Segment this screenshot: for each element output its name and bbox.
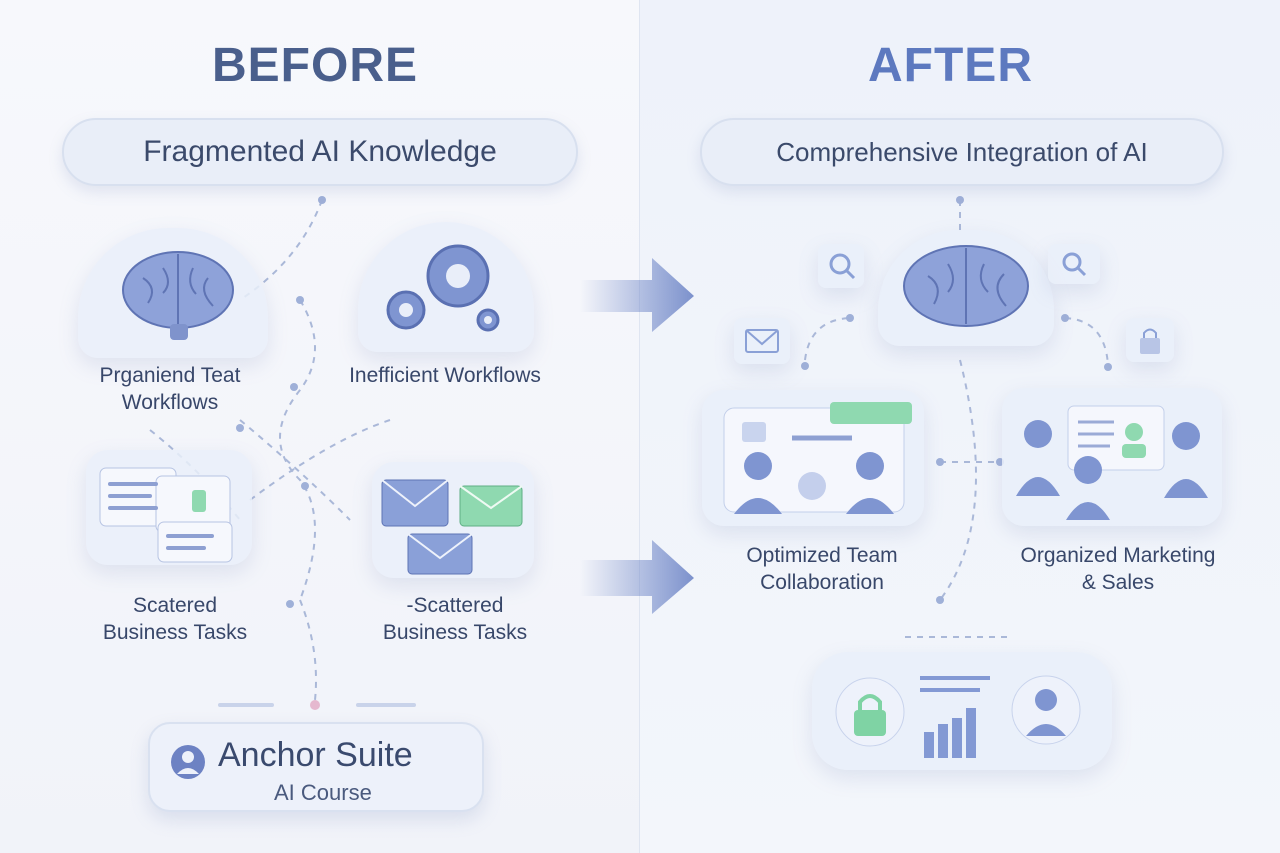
gear-icon xyxy=(386,244,500,332)
anchor-logo-icon xyxy=(171,745,205,779)
team-collaboration-card xyxy=(702,390,924,526)
results-card xyxy=(812,652,1112,770)
after-subtitle-pill: Comprehensive Integration of AI xyxy=(700,118,1224,186)
before-subtitle-pill: Fragmented AI Knowledge xyxy=(62,118,578,186)
brand-badge: Anchor Suite AI Course xyxy=(148,722,484,812)
documents-card xyxy=(86,450,252,565)
brain-icon xyxy=(122,251,234,340)
panel-divider xyxy=(639,0,640,853)
after-subtitle: Comprehensive Integration of AI xyxy=(776,136,1148,167)
before-item-3-label: Scatered Business Tasks xyxy=(102,594,248,644)
mail-icon xyxy=(745,329,779,353)
after-item-2-label: Organized Marketing & Sales xyxy=(1020,544,1216,594)
small-icon-card-3 xyxy=(734,318,790,364)
brain-icon xyxy=(903,245,1029,327)
small-icon-card-2 xyxy=(1048,244,1100,284)
after-item-1-label: Optimized Team Collaboration xyxy=(746,544,898,594)
after-title: AFTER xyxy=(868,39,1033,92)
small-icon-card-1 xyxy=(818,244,864,288)
before-subtitle: Fragmented AI Knowledge xyxy=(143,135,497,168)
marketing-sales-card xyxy=(1002,388,1222,526)
before-title: BEFORE xyxy=(212,39,419,92)
marketing-sales-icon xyxy=(1016,405,1208,520)
envelope-icon xyxy=(381,479,523,575)
team-collaboration-icon xyxy=(723,402,912,514)
brain-card-before xyxy=(78,228,268,358)
envelopes-card xyxy=(372,462,534,578)
search-person-icon xyxy=(829,253,856,280)
brand-name: Anchor Suite xyxy=(218,736,413,774)
before-item-1-label: Prganiend Teat Workflows xyxy=(99,364,241,414)
gears-card xyxy=(358,222,534,352)
brand-tagline: AI Course xyxy=(274,780,372,805)
search-icon xyxy=(1062,252,1087,277)
lock-icon xyxy=(1140,328,1160,354)
before-item-4-label: -Scattered Business Tasks xyxy=(382,594,528,644)
before-item-2-label: Inefficient Workflows xyxy=(349,364,541,387)
brain-card-after xyxy=(878,230,1054,346)
results-icons xyxy=(835,675,1081,758)
small-icon-card-4 xyxy=(1126,318,1174,362)
document-icon xyxy=(99,467,233,563)
